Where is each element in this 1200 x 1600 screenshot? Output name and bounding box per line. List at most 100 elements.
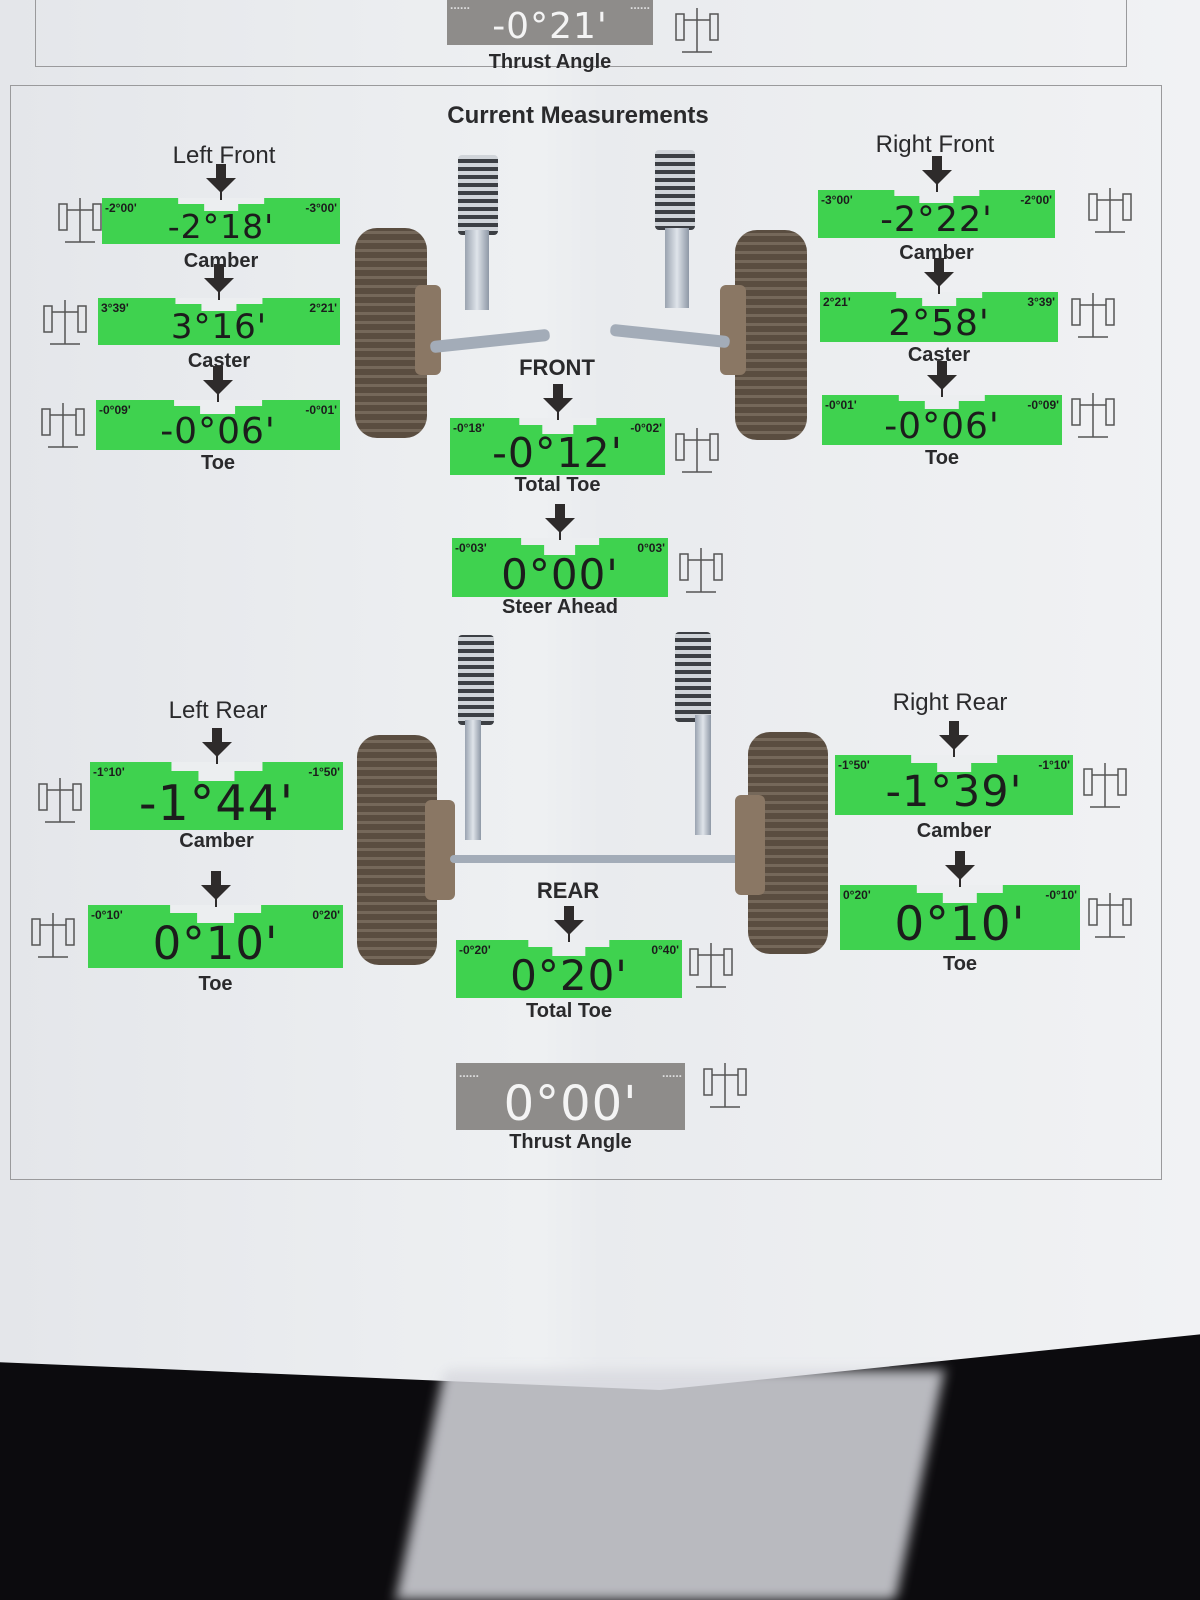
gauge-max: -3°00': [305, 201, 337, 215]
rear-thrust-gauge: ............ 0°00'Thrust Angle: [456, 1063, 685, 1153]
gauge-max: -0°01': [305, 403, 337, 417]
gauge-value: 0°10': [152, 917, 279, 970]
front-total-toe-gauge: -0°18' -0°02' -0°12'Total Toe: [450, 384, 665, 496]
gauge-value: -0°06': [884, 406, 1000, 447]
toe-diagram-icon: [1068, 385, 1118, 445]
gauge-label: Thrust Angle: [509, 1131, 632, 1153]
gauge-value: 0°00': [503, 1076, 638, 1132]
toe-diagram-icon: [38, 395, 88, 455]
gauge-value: 0°10': [894, 897, 1026, 952]
gauge-min: ......: [459, 1066, 480, 1080]
tolerance-notch: [898, 395, 986, 409]
gauge-max: 0°40': [651, 943, 679, 957]
gauge-label: Thrust Angle: [488, 51, 612, 73]
gauge-label: Camber: [899, 242, 974, 264]
lf-camber-gauge: -2°00'-3°00'-2°18'Camber: [102, 164, 340, 272]
gauge-max: 3°39': [1027, 295, 1055, 309]
gauge-min: -0°01': [825, 398, 857, 412]
toe-diagram-icon: [1085, 885, 1135, 945]
gauge-max: -1°10': [1038, 758, 1070, 772]
gauge-max: 0°03': [637, 541, 665, 555]
right-front-tire: [735, 230, 807, 440]
gauge-value: -0°21': [492, 6, 608, 47]
gauge-value: -2°18': [167, 207, 275, 246]
gauge-label: Toe: [924, 447, 960, 469]
right-rear-strut: [695, 715, 711, 835]
gauge-label: Toe: [198, 973, 233, 995]
left-rear-tire: [357, 735, 437, 965]
gauge-label: Total Toe: [514, 474, 601, 496]
gauge-min: -3°00': [821, 193, 853, 207]
gauge-max: -0°10': [1045, 888, 1077, 902]
gauge-label: Camber: [179, 830, 254, 852]
gauge-label: Steer Ahead: [502, 596, 618, 618]
gauge-value: -1°44': [138, 775, 295, 832]
gauge-min: 2°21': [823, 295, 851, 309]
thrust-angle-diagram-icon: [700, 1055, 750, 1115]
tolerance-notch: [174, 400, 262, 414]
gauge-value: 0°00': [501, 550, 619, 599]
gauge-label: Toe: [200, 452, 236, 474]
gauge-value: 3°16': [170, 307, 268, 347]
previous-section-frame: [35, 0, 1127, 67]
left-rear-spring: [458, 635, 494, 725]
gauge-max: 2°21': [309, 301, 337, 315]
left-front-spring: [458, 155, 498, 235]
toe-diagram-icon: [28, 905, 78, 965]
tolerance-notch: [896, 292, 982, 306]
top-thrust-gauge: ............-0°21'Thrust Angle: [447, 0, 653, 73]
thrust-angle-diagram-icon: [672, 0, 722, 60]
gauge-min: 3°39': [101, 301, 129, 315]
gauge-label: Total Toe: [526, 1000, 612, 1022]
gauge-max: 0°20': [312, 908, 340, 922]
tolerance-notch: [911, 755, 997, 772]
right-front-strut: [665, 228, 689, 308]
tolerance-notch: [521, 538, 599, 555]
tolerance-notch: [178, 198, 264, 211]
tolerance-notch: [528, 940, 611, 957]
tolerance-notch: [175, 298, 263, 312]
steer-ahead-diagram-icon: [676, 540, 726, 600]
left-rear-strut: [465, 720, 481, 840]
rear-axle-beam: [450, 855, 750, 863]
gauge-max: ......: [629, 0, 650, 12]
camber-diagram-icon: [35, 770, 85, 830]
tolerance-notch: [169, 905, 262, 923]
gauge-min: -1°10': [93, 765, 125, 779]
right-front-spring: [655, 150, 695, 230]
current-measurements-frame: [10, 85, 1162, 1180]
section-left-rear: Left Rear: [168, 697, 268, 724]
lf-caster-gauge: 3°39'2°21'3°16'Caster: [98, 264, 340, 372]
rf-camber-gauge: -3°00'-2°00'-2°22'Camber: [818, 156, 1055, 264]
camber-diagram-icon: [55, 190, 105, 250]
gauge-min: -0°18': [453, 421, 485, 435]
rear-total-toe-gauge: -0°20'0°40'0°20'Total Toe: [456, 906, 682, 1022]
gauge-label: Caster: [907, 344, 971, 366]
left-front-strut: [465, 230, 489, 310]
caster-diagram-icon: [40, 292, 90, 352]
gauge-label: Camber: [916, 820, 992, 842]
gauge-value: -0°12': [492, 429, 623, 477]
lf-toe-gauge: -0°09' -0°01' -0°06'Toe: [96, 366, 340, 474]
gauge-min: 0°20': [843, 888, 871, 902]
gauge-value: -2°22': [880, 200, 993, 240]
front-axle-label: FRONT: [519, 355, 595, 380]
gauge-min: -0°03': [455, 541, 487, 555]
gauge-max: -0°02': [630, 421, 662, 435]
gauge-value: -1°39': [885, 767, 1023, 817]
gauge-value: -0°06': [160, 411, 276, 452]
gauge-max: -0°09': [1027, 398, 1059, 412]
left-rear-drum: [425, 800, 455, 900]
gauge-label: Camber: [183, 250, 259, 272]
gauge-max: ......: [661, 1066, 682, 1080]
rf-toe-gauge: -0°01' -0°09' -0°06'Toe: [822, 361, 1062, 469]
right-front-hub: [720, 285, 746, 375]
gauge-value: 0°20': [510, 951, 628, 1000]
camber-diagram-icon: [1080, 755, 1130, 815]
tolerance-notch: [893, 190, 980, 204]
gauge-min: -1°50': [838, 758, 870, 772]
section-right-front: Right Front: [875, 131, 995, 158]
rear-axle-label: REAR: [536, 878, 600, 903]
lr-toe-gauge: -0°10'0°20'0°10'Toe: [88, 871, 343, 995]
gauge-min: -0°09': [99, 403, 131, 417]
